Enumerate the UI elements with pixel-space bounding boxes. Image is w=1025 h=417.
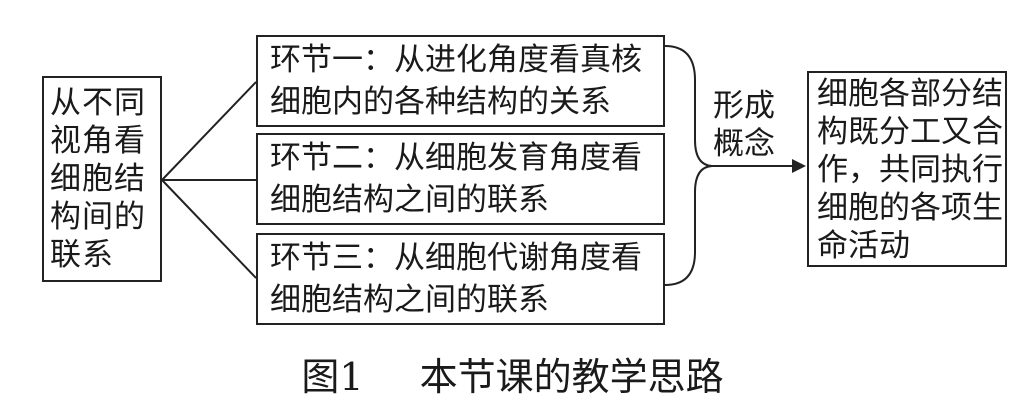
result-line: 细胞的各项生 xyxy=(817,190,1003,226)
step-1-line-2: 细胞内的各种结构的关系 xyxy=(270,84,611,120)
result-line: 命活动 xyxy=(817,228,910,264)
step-3-line-2: 细胞结构之间的联系 xyxy=(270,282,549,318)
step-2-line-2: 细胞结构之间的联系 xyxy=(270,182,549,218)
figure-number: 图1 xyxy=(301,355,364,399)
figure-title: 本节课的教学思路 xyxy=(419,355,724,399)
step-box-1: 环节一：从进化角度看真核 细胞内的各种结构的关系 xyxy=(256,35,665,127)
right-brace xyxy=(664,45,713,286)
result-line: 作，共同执行 xyxy=(817,152,1003,188)
source-line: 细胞结 xyxy=(50,161,146,197)
step-box-3: 环节三：从细胞代谢角度看 细胞结构之间的联系 xyxy=(256,233,665,325)
step-box-2: 环节二：从细胞发育角度看 细胞结构之间的联系 xyxy=(256,133,665,225)
fan-line-1 xyxy=(161,81,257,181)
source-box: 从不同 视角看 细胞结 构间的 联系 xyxy=(42,76,162,282)
fan-line-3 xyxy=(161,179,257,279)
source-line: 从不同 xyxy=(50,85,146,121)
arrow-head-icon xyxy=(792,159,806,173)
connector-line: 概念 xyxy=(713,126,775,162)
step-1-line-1: 环节一：从进化角度看真核 xyxy=(270,42,642,78)
figure-caption: 图1 本节课的教学思路 xyxy=(0,352,1025,402)
result-line: 构既分工又合 xyxy=(817,114,1003,150)
source-line: 视角看 xyxy=(50,123,146,159)
connector-line: 形成 xyxy=(713,88,775,124)
source-line: 联系 xyxy=(50,237,114,273)
source-line: 构间的 xyxy=(50,199,146,235)
connector-label: 形成 概念 xyxy=(713,87,775,163)
step-2-line-1: 环节二：从细胞发育角度看 xyxy=(270,140,642,176)
step-3-line-1: 环节三：从细胞代谢角度看 xyxy=(270,240,642,276)
result-line: 细胞各部分结 xyxy=(817,76,1003,112)
result-box: 细胞各部分结 构既分工又合 作，共同执行 细胞的各项生 命活动 xyxy=(807,71,1007,267)
